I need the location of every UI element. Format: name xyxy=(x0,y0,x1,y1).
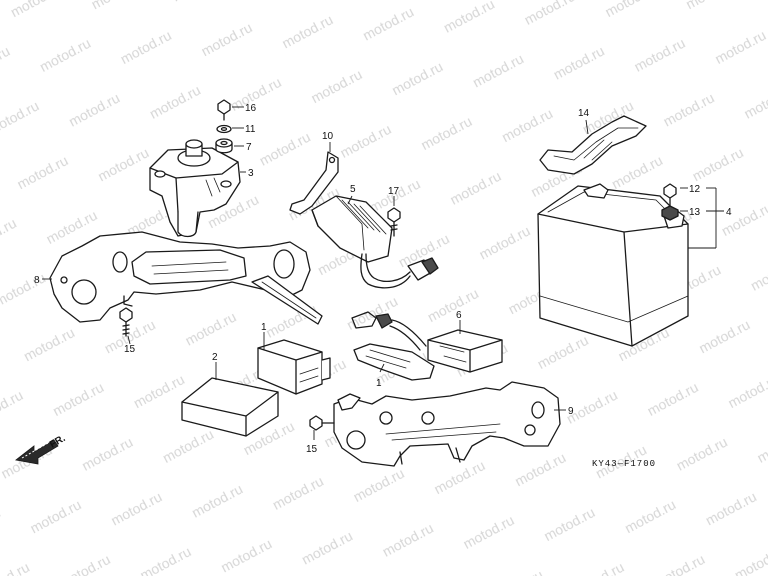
rubber-strip xyxy=(251,275,323,325)
diagram-code: KY43—F1700 xyxy=(592,459,656,469)
nut-7 xyxy=(215,138,233,154)
screw-15-upper xyxy=(119,307,133,337)
callout-7: 7 xyxy=(246,142,252,153)
upper-bracket xyxy=(49,231,311,323)
callout-14: 14 xyxy=(578,108,590,119)
regulator-5 xyxy=(311,195,439,289)
bracket-10 xyxy=(289,151,339,215)
callout-1-lower: 1 xyxy=(376,378,382,389)
battery-strap xyxy=(539,115,647,175)
callout-17: 17 xyxy=(388,186,400,197)
callout-1-upper: 1 xyxy=(261,322,267,333)
battery-nut-13 xyxy=(661,205,679,221)
lower-bracket xyxy=(333,381,561,467)
callout-5: 5 xyxy=(350,184,356,195)
battery-bolt-12 xyxy=(663,183,677,209)
screw-15-lower xyxy=(309,415,335,431)
callout-2: 2 xyxy=(212,352,218,363)
fuse-box-6 xyxy=(427,329,503,373)
callout-16: 16 xyxy=(245,103,257,114)
callout-12: 12 xyxy=(689,184,701,195)
callout-15-lower: 15 xyxy=(306,444,318,455)
connector-lower-1 xyxy=(351,311,435,381)
washer-11 xyxy=(216,124,232,134)
callout-11: 11 xyxy=(245,124,256,135)
bolt-17 xyxy=(387,207,401,237)
callout-3: 3 xyxy=(248,168,254,179)
callout-8: 8 xyxy=(34,275,40,286)
connector-upper-1 xyxy=(257,339,331,395)
callout-4: 4 xyxy=(726,207,732,218)
control-unit-2 xyxy=(181,377,279,437)
callout-15-upper: 15 xyxy=(124,344,136,355)
callout-9: 9 xyxy=(568,406,574,417)
bolt-16 xyxy=(217,99,231,121)
leader-lines xyxy=(42,106,724,440)
starter-relay xyxy=(149,139,241,238)
callout-13: 13 xyxy=(689,207,701,218)
callout-10: 10 xyxy=(322,131,334,142)
front-arrow-icon xyxy=(15,439,59,465)
callout-6: 6 xyxy=(456,310,462,321)
